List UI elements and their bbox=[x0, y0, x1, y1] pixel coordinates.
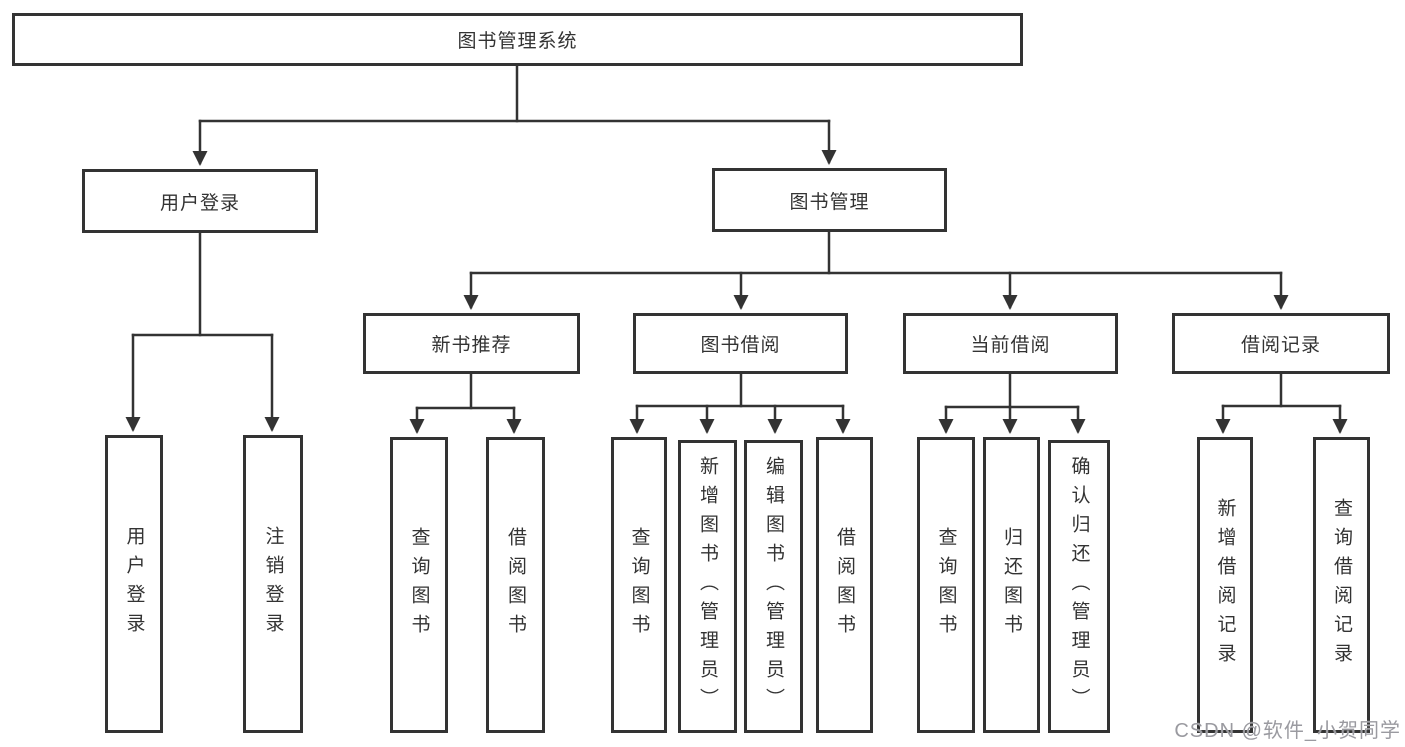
leaf-logout-label: 注销登录 bbox=[262, 526, 284, 642]
leaf-bb-add-books-admin-label: 新增图书（管理员） bbox=[697, 456, 718, 717]
node-book-borrow-label: 图书借阅 bbox=[700, 335, 781, 356]
leaf-cb-query-books-label: 查询图书 bbox=[935, 527, 957, 643]
node-borrow-records-label: 借阅记录 bbox=[1240, 335, 1321, 356]
leaf-logout: 注销登录 bbox=[243, 435, 303, 733]
leaf-nb-query-books: 查询图书 bbox=[390, 437, 448, 733]
leaf-br-query-record-label: 查询借阅记录 bbox=[1331, 498, 1352, 672]
leaf-cb-query-books: 查询图书 bbox=[917, 437, 975, 733]
node-book-mgmt: 图书管理 bbox=[712, 168, 947, 232]
leaf-bb-borrow-books-label: 借阅图书 bbox=[834, 527, 855, 643]
leaf-cb-return-books-label: 归还图书 bbox=[1001, 527, 1022, 643]
node-new-book-recommend-label: 新书推荐 bbox=[431, 335, 512, 356]
leaf-user-login-label: 用户登录 bbox=[123, 526, 145, 642]
leaf-bb-edit-books-admin: 编辑图书（管理员） bbox=[744, 440, 803, 733]
csdn-watermark: CSDN @软件_小贺同学 bbox=[1174, 720, 1401, 742]
leaf-br-add-record: 新增借阅记录 bbox=[1197, 437, 1253, 733]
node-new-book-recommend: 新书推荐 bbox=[363, 313, 580, 374]
leaf-bb-edit-books-admin-label: 编辑图书（管理员） bbox=[763, 456, 784, 717]
node-borrow-records: 借阅记录 bbox=[1172, 313, 1390, 374]
node-root: 图书管理系统 bbox=[12, 13, 1023, 66]
leaf-bb-query-books-label: 查询图书 bbox=[628, 527, 650, 643]
leaf-user-login: 用户登录 bbox=[105, 435, 163, 733]
node-book-borrow: 图书借阅 bbox=[633, 313, 848, 374]
leaf-br-add-record-label: 新增借阅记录 bbox=[1214, 498, 1236, 672]
leaf-nb-query-books-label: 查询图书 bbox=[408, 527, 430, 643]
leaf-cb-confirm-return-admin: 确认归还（管理员） bbox=[1048, 440, 1110, 733]
node-user-login: 用户登录 bbox=[82, 169, 318, 233]
node-book-mgmt-label: 图书管理 bbox=[789, 191, 870, 213]
leaf-bb-query-books: 查询图书 bbox=[611, 437, 667, 733]
leaf-cb-return-books: 归还图书 bbox=[983, 437, 1040, 733]
leaf-nb-borrow-books-label: 借阅图书 bbox=[505, 527, 526, 643]
node-current-borrow-label: 当前借阅 bbox=[970, 335, 1051, 356]
leaf-br-query-record: 查询借阅记录 bbox=[1313, 437, 1370, 733]
leaf-bb-borrow-books: 借阅图书 bbox=[816, 437, 873, 733]
leaf-cb-confirm-return-admin-label: 确认归还（管理员） bbox=[1068, 456, 1090, 717]
node-user-login-label: 用户登录 bbox=[159, 192, 240, 214]
node-root-label: 图书管理系统 bbox=[457, 31, 578, 52]
leaf-nb-borrow-books: 借阅图书 bbox=[486, 437, 545, 733]
node-current-borrow: 当前借阅 bbox=[903, 313, 1118, 374]
leaf-bb-add-books-admin: 新增图书（管理员） bbox=[678, 440, 737, 733]
